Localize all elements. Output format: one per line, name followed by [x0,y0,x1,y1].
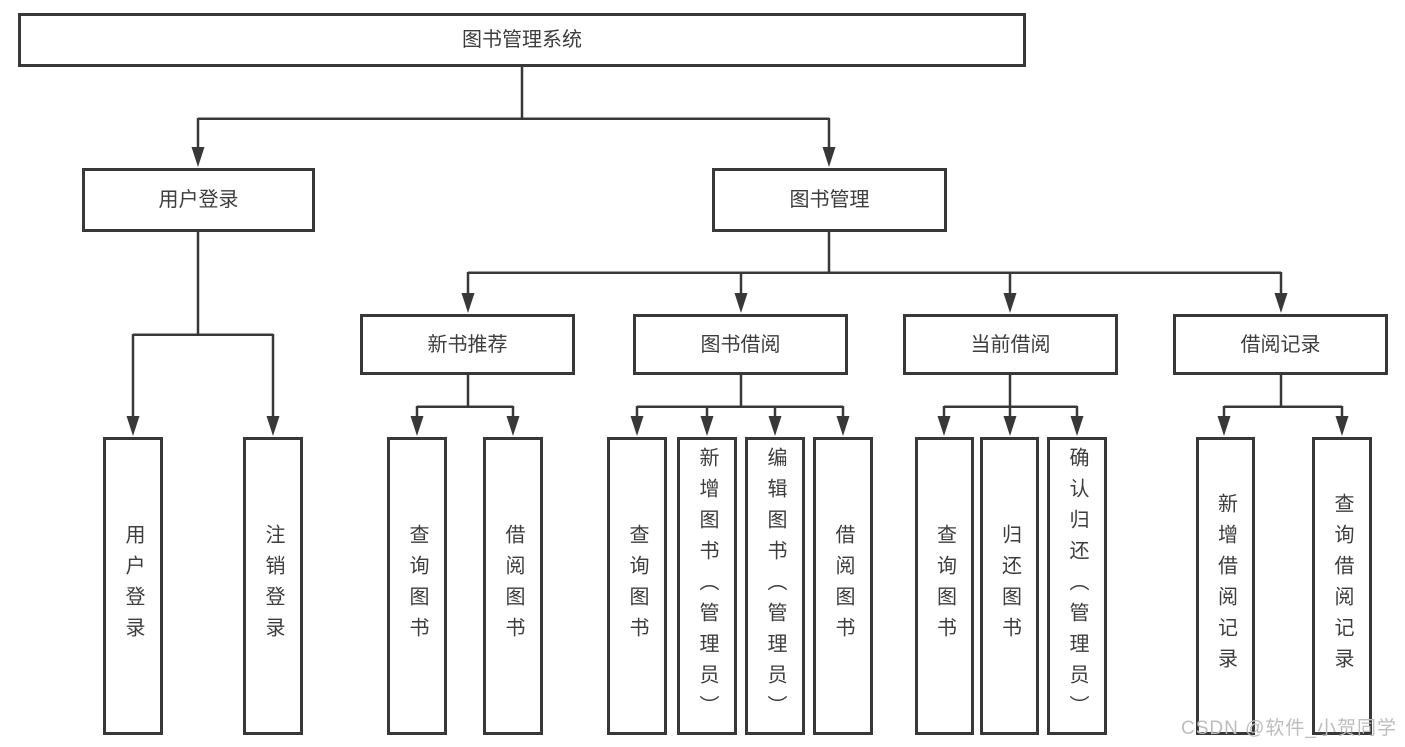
leaf-borrow-books-2: 借阅图书 [813,437,873,735]
leaf-confirm-return-admin: 确认归还（管理员） [1047,437,1107,735]
node-book-management: 图书管理 [712,168,947,232]
leaf-logout: 注销登录 [243,437,303,735]
leaf-query-borrow-record: 查询借阅记录 [1312,437,1372,735]
leaf-query-books-3: 查询图书 [915,437,974,735]
leaf-borrow-books-1: 借阅图书 [483,437,543,735]
csdn-watermark: CSDN @软件_小贺同学 [1181,718,1397,739]
node-new-book-recommend: 新书推荐 [360,314,575,375]
node-user-login: 用户登录 [82,168,315,232]
leaf-query-books-1: 查询图书 [387,437,447,735]
node-borrowing-records: 借阅记录 [1173,314,1388,375]
leaf-return-books: 归还图书 [980,437,1039,735]
leaf-query-books-2: 查询图书 [607,437,667,735]
leaf-add-borrow-record: 新增借阅记录 [1196,437,1255,735]
node-library-management-system: 图书管理系统 [18,13,1026,67]
node-current-borrowing: 当前借阅 [903,314,1118,375]
node-book-borrowing: 图书借阅 [633,314,848,375]
leaf-edit-books-admin: 编辑图书（管理员） [745,437,805,735]
leaf-user-login: 用户登录 [103,437,163,735]
arrow-down-icons [126,147,1349,436]
leaf-add-books-admin: 新增图书（管理员） [677,437,737,735]
